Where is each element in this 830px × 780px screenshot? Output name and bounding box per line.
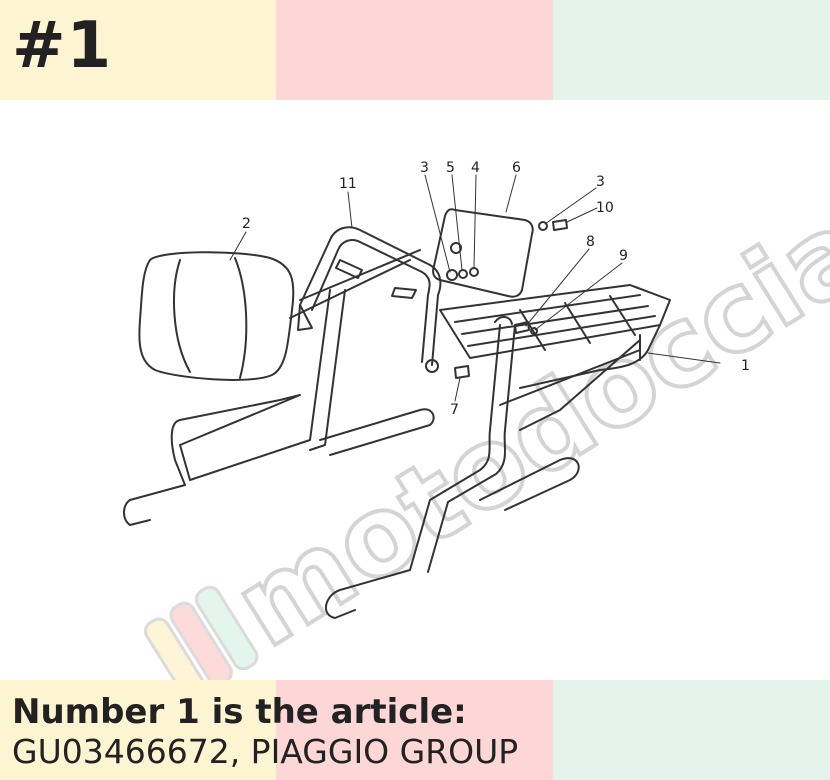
callout-5: 5 bbox=[446, 160, 455, 176]
backrest-frame bbox=[289, 226, 442, 366]
caption: Number 1 is the article: GU03466672, PIA… bbox=[12, 692, 518, 772]
callout-11: 11 bbox=[339, 176, 357, 192]
caption-article: GU03466672, PIAGGIO GROUP bbox=[12, 732, 519, 771]
footer-band-yellow bbox=[0, 680, 276, 780]
caption-title: Number 1 is the article: bbox=[12, 692, 467, 732]
callout-3-left: 3 bbox=[420, 160, 429, 176]
callout-3-right: 3 bbox=[596, 174, 605, 190]
header-band bbox=[0, 0, 830, 100]
footer-band bbox=[0, 680, 830, 780]
footer-band-pink bbox=[276, 680, 553, 780]
callout-7: 7 bbox=[450, 402, 459, 418]
footer-band-green bbox=[553, 680, 830, 780]
article-number-badge: #1 bbox=[12, 9, 113, 83]
watermark: motodoccia bbox=[144, 182, 830, 680]
mounting-plate bbox=[432, 208, 534, 298]
band-green bbox=[553, 0, 830, 100]
callout-9: 9 bbox=[619, 248, 628, 264]
luggage-rack bbox=[439, 284, 671, 389]
callout-4: 4 bbox=[471, 160, 480, 176]
band-yellow bbox=[0, 0, 276, 100]
callout-labels: 1 2 3 3 4 5 6 7 8 9 10 11 bbox=[242, 160, 750, 418]
hardware bbox=[425, 219, 568, 379]
backrest-pad bbox=[138, 251, 295, 381]
rack-drawing bbox=[123, 174, 721, 619]
leader-lines bbox=[229, 174, 721, 402]
callout-6: 6 bbox=[512, 160, 521, 176]
callout-2: 2 bbox=[242, 216, 251, 232]
parts-diagram: motodoccia bbox=[123, 160, 830, 680]
watermark-text: motodoccia bbox=[213, 184, 830, 671]
side-tubes bbox=[123, 289, 641, 619]
callout-10: 10 bbox=[596, 200, 614, 216]
band-pink bbox=[276, 0, 553, 100]
callout-1: 1 bbox=[741, 358, 750, 374]
callout-8: 8 bbox=[586, 234, 595, 250]
